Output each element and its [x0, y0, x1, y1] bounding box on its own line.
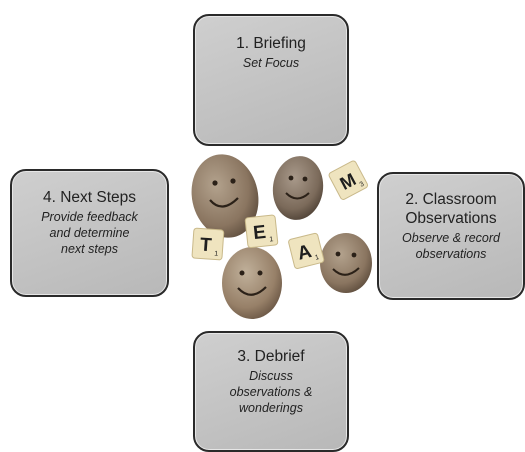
letter-tile-e: E 1: [244, 214, 279, 249]
smiling-stone-top-right: [272, 156, 324, 220]
tile-e-letter: E: [252, 222, 267, 244]
step-next-steps-title: 4. Next Steps: [42, 189, 137, 206]
step-observations-title-line1: 2. Classroom: [405, 191, 497, 208]
tile-a-letter: A: [295, 241, 314, 265]
smiling-stone-bottom-middle: [222, 247, 282, 319]
tile-a-score: 1: [314, 254, 320, 262]
letter-tile-a: A 1: [288, 232, 325, 269]
step-debrief-desc-line1: Discuss: [249, 369, 293, 383]
tile-e-score: 1: [269, 236, 274, 243]
step-briefing-box: 1. Briefing Set Focus: [193, 14, 349, 146]
step-debrief-box: 3. Debrief Discuss observations & wonder…: [193, 331, 349, 452]
tile-m-score: 3: [359, 181, 366, 189]
letter-tile-t: T 1: [191, 227, 225, 261]
step-next-steps-box: 4. Next Steps Provide feedback and deter…: [10, 169, 169, 297]
step-next-steps-desc-line2: and determine: [49, 226, 130, 240]
step-next-steps-desc-line3: next steps: [61, 242, 118, 256]
step-observations-title-line2: Observations: [405, 210, 497, 227]
step-observations-desc-line1: Observe & record: [402, 231, 500, 245]
tile-t-letter: T: [199, 234, 212, 256]
step-observations-desc-line2: observations: [415, 247, 487, 261]
step-briefing-title: 1. Briefing: [236, 35, 306, 52]
letter-tile-m: M 3: [328, 160, 369, 200]
tile-t-score: 1: [214, 250, 218, 257]
step-next-steps-desc-line1: Provide feedback: [41, 210, 138, 224]
smiling-stone-right: [320, 233, 372, 293]
team-stones-image: T 1 E 1 A 1 M 3: [191, 154, 372, 319]
smiling-stone-top-left: [191, 154, 259, 238]
step-classroom-observations-box: 2. Classroom Observations Observe & reco…: [377, 172, 525, 300]
step-debrief-title: 3. Debrief: [237, 348, 305, 365]
step-debrief-desc-line3: wonderings: [239, 401, 303, 415]
step-briefing-desc: Set Focus: [242, 56, 300, 70]
step-debrief-desc-line2: observations &: [229, 385, 313, 399]
